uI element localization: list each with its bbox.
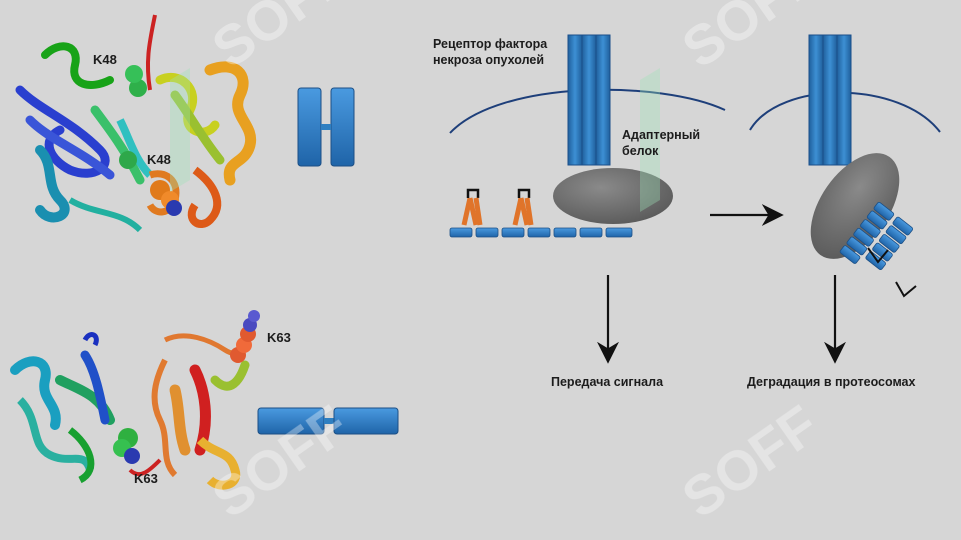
watermark-logo-shape: [170, 68, 190, 192]
receptor-label-line2: некроза опухолей: [433, 53, 545, 67]
signal-transduction-label: Передача сигнала: [551, 375, 664, 389]
watermark-text: SOFF: [671, 0, 829, 80]
linker-binding-proteins: [461, 188, 534, 226]
proteasome-degradation-label: Деградация в протеосомах: [747, 375, 916, 389]
k63-label-top: K63: [267, 330, 291, 345]
receptor-label-line1: Рецептор фактора: [433, 37, 548, 51]
receptor-label: Рецептор фактора некроза опухолей: [433, 36, 547, 68]
k48-diubiquitin-structure: [15, 14, 257, 233]
tnf-receptor-right: [808, 34, 852, 166]
k48-label-top: K48: [93, 52, 117, 67]
watermark-text: SOFF: [671, 393, 829, 530]
k63-label-bottom: K63: [134, 471, 158, 486]
k63-chain-left: [449, 227, 633, 238]
tnf-receptor-left: [567, 34, 611, 166]
k63-chain-cartoon: [257, 407, 399, 435]
adapter-label-line2: белок: [622, 144, 659, 158]
soff-watermark: SOFF SOFF SOFF SOFF: [170, 0, 829, 530]
k48-chain-right: [839, 201, 914, 271]
adapter-label: Адаптерный белок: [622, 127, 700, 159]
k48-chain-cartoon: [297, 87, 355, 167]
adapter-protein-left: [553, 168, 673, 224]
k48-label-mid: K48: [147, 152, 171, 167]
adapter-label-line1: Адаптерный: [622, 128, 701, 142]
watermark-logo-shape: [640, 68, 660, 212]
k63-diubiquitin-structure: [10, 310, 260, 490]
chain-linkers-right: [867, 247, 917, 298]
